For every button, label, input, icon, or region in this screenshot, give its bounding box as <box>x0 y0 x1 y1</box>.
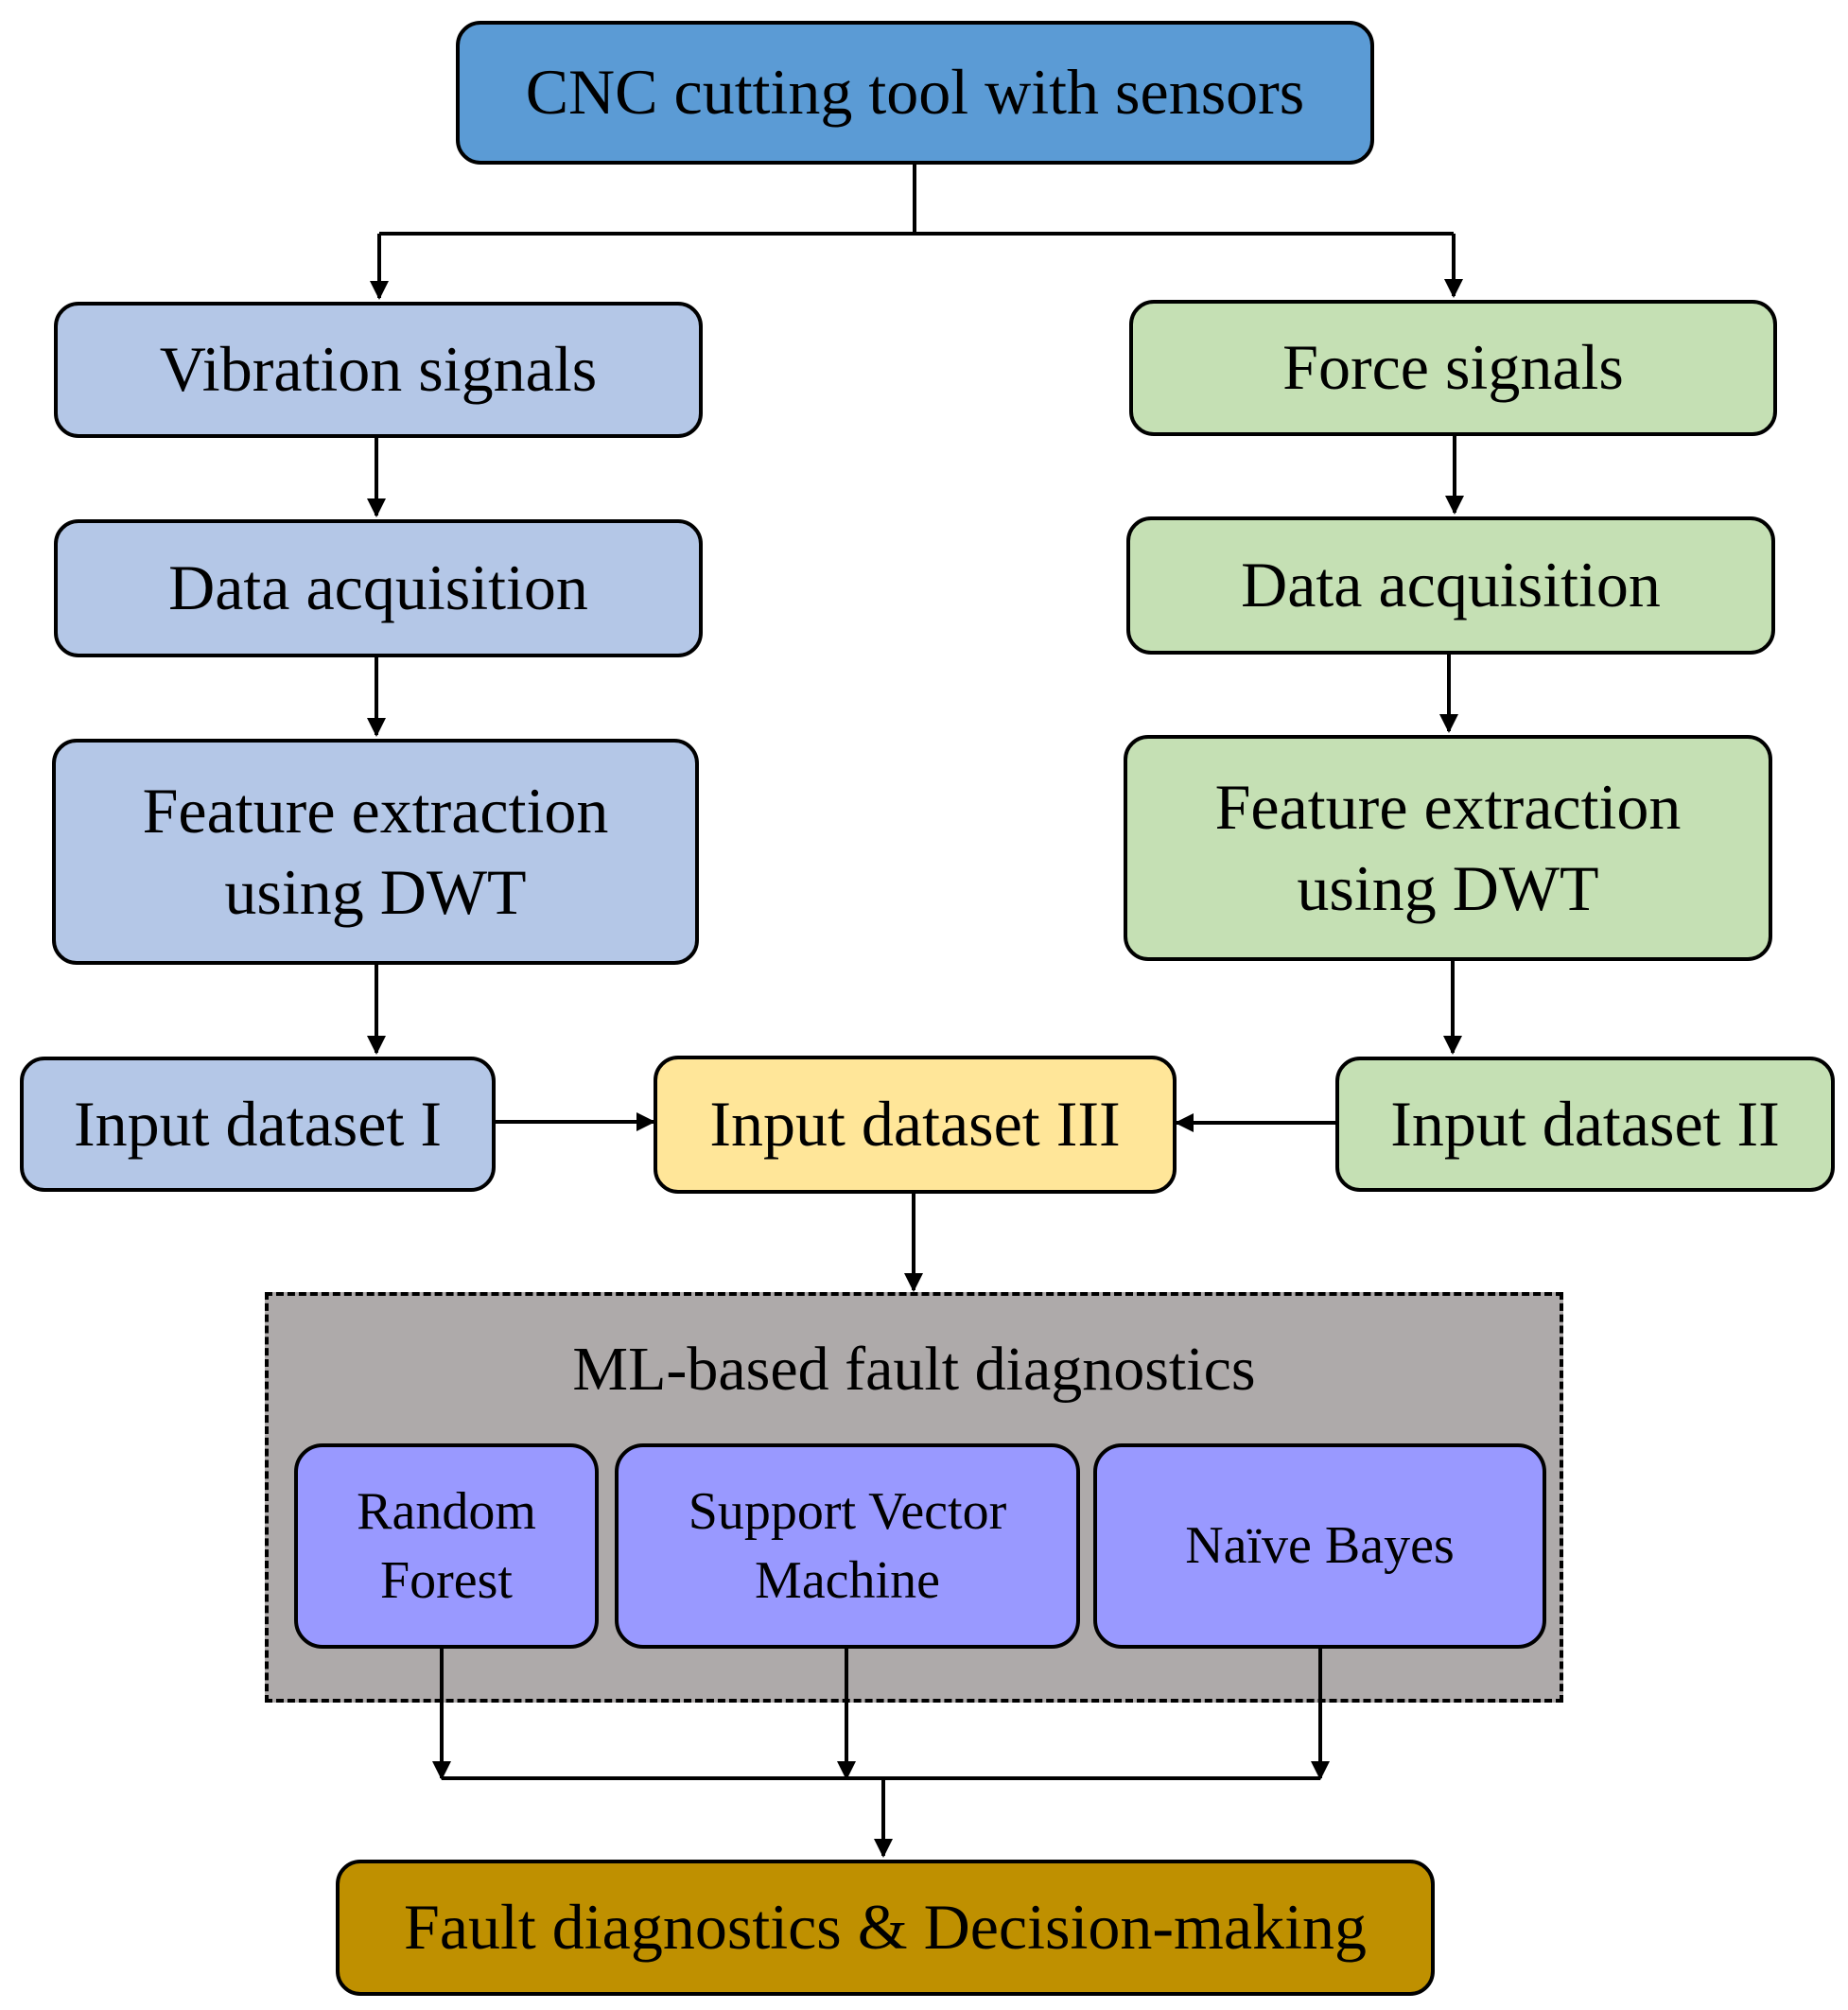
node-cnc-tool: CNC cutting tool with sensors <box>456 21 1374 165</box>
node-random-forest-line1: Random <box>357 1481 536 1541</box>
node-force-signals: Force signals <box>1129 300 1777 436</box>
node-input-dataset-iii-label: Input dataset III <box>709 1088 1121 1161</box>
node-random-forest: Random Forest <box>294 1443 599 1649</box>
node-vibration-acquisition: Data acquisition <box>54 519 703 657</box>
node-fault-decision-label: Fault diagnostics & Decision-making <box>404 1891 1367 1964</box>
node-random-forest-text: Random Forest <box>357 1477 536 1616</box>
node-svm-line2: Machine <box>755 1550 940 1610</box>
node-svm-text: Support Vector Machine <box>689 1477 1007 1616</box>
node-naive-bayes: Naïve Bayes <box>1093 1443 1546 1649</box>
node-naive-bayes-label: Naïve Bayes <box>1185 1516 1455 1576</box>
node-vibration-feature-line2: using DWT <box>224 855 527 928</box>
node-force-feature-text: Feature extraction using DWT <box>1215 767 1682 929</box>
node-vibration-signals-label: Vibration signals <box>159 333 598 406</box>
node-force-acquisition: Data acquisition <box>1126 516 1775 655</box>
ml-group-title: ML-based fault diagnostics <box>572 1335 1256 1404</box>
node-force-signals-label: Force signals <box>1282 331 1624 404</box>
node-input-dataset-i: Input dataset I <box>20 1057 496 1192</box>
node-random-forest-line2: Forest <box>379 1550 513 1610</box>
node-force-feature-line2: using DWT <box>1297 851 1599 924</box>
node-input-dataset-ii: Input dataset II <box>1335 1057 1835 1192</box>
node-vibration-acquisition-label: Data acquisition <box>168 551 588 624</box>
node-force-feature-line1: Feature extraction <box>1214 770 1682 843</box>
node-vibration-feature-extraction: Feature extraction using DWT <box>52 739 699 965</box>
node-svm-line1: Support Vector <box>688 1481 1007 1541</box>
node-cnc-tool-label: CNC cutting tool with sensors <box>525 56 1305 129</box>
node-vibration-signals: Vibration signals <box>54 302 703 438</box>
node-support-vector-machine: Support Vector Machine <box>615 1443 1080 1649</box>
node-input-dataset-i-label: Input dataset I <box>74 1087 442 1160</box>
node-input-dataset-iii: Input dataset III <box>654 1056 1177 1194</box>
node-fault-decision: Fault diagnostics & Decision-making <box>336 1860 1435 1996</box>
node-vibration-feature-text: Feature extraction using DWT <box>143 771 609 933</box>
node-input-dataset-ii-label: Input dataset II <box>1390 1087 1780 1160</box>
node-force-feature-extraction: Feature extraction using DWT <box>1124 735 1772 961</box>
node-force-acquisition-label: Data acquisition <box>1241 549 1661 621</box>
node-vibration-feature-line1: Feature extraction <box>142 774 609 847</box>
